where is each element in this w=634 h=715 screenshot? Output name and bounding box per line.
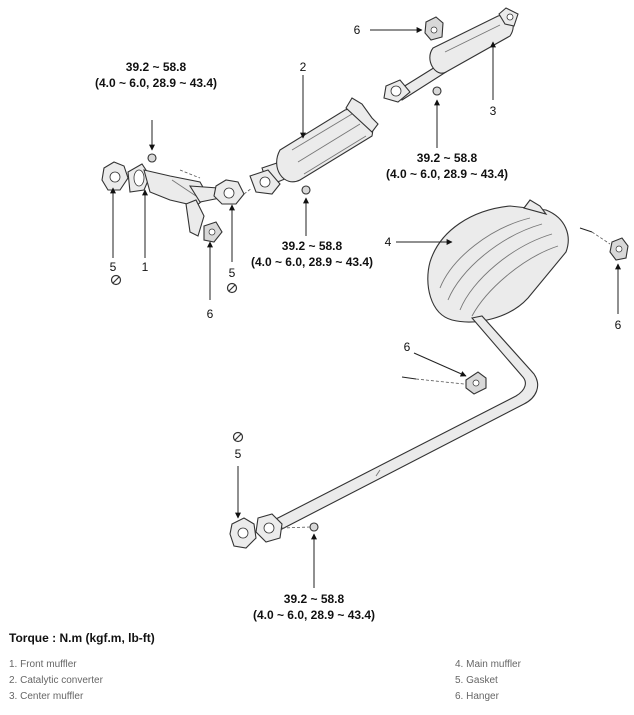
callout-4: 4 <box>385 235 392 249</box>
callout-6-right: 6 <box>615 318 622 332</box>
exhaust-system-diagram: 6 2 3 4 5 1 5 6 6 6 5 39.2 ~ 58.8 (4.0 ~… <box>95 7 629 622</box>
legend-item-gasket: 5. Gasket <box>455 675 498 686</box>
callout-5-left: 5 <box>110 260 117 274</box>
center-muffler <box>383 7 519 103</box>
legend-item-center-muffler: 3. Center muffler <box>9 691 84 702</box>
torque-paren-rear: (4.0 ~ 6.0, 28.9 ~ 43.4) <box>253 608 375 622</box>
hanger-mid <box>465 371 487 395</box>
legend-left: 1. Front muffler 2. Catalytic converter … <box>9 657 103 705</box>
hanger-left <box>203 221 223 243</box>
torque-paren-center: (4.0 ~ 6.0, 28.9 ~ 43.4) <box>386 167 508 181</box>
torque-value-rear: 39.2 ~ 58.8 <box>284 592 345 606</box>
bolt-right <box>579 227 611 245</box>
torque-value-center: 39.2 ~ 58.8 <box>417 151 478 165</box>
no-reuse-icon <box>232 431 244 443</box>
nut-front-muffler <box>147 153 157 163</box>
callout-6-mid: 6 <box>404 340 411 354</box>
torque-paren-front: (4.0 ~ 6.0, 28.9 ~ 43.4) <box>95 76 217 90</box>
legend-item-main-muffler: 4. Main muffler <box>455 659 521 670</box>
hanger-top <box>424 16 444 41</box>
callout-6-top: 6 <box>354 23 361 37</box>
no-reuse-icon <box>110 274 122 286</box>
torque-value-catalytic: 39.2 ~ 58.8 <box>282 239 343 253</box>
catalytic-converter <box>249 97 379 195</box>
main-muffler <box>255 199 569 543</box>
callout-6-left: 6 <box>207 307 214 321</box>
legend-item-hanger: 6. Hanger <box>455 691 499 702</box>
torque-heading: Torque : N.m (kgf.m, lb-ft) <box>9 631 155 645</box>
nut-catalytic-converter <box>301 185 311 195</box>
callout-5-rear: 5 <box>235 447 242 461</box>
legend-right: 4. Main muffler 5. Gasket 6. Hanger <box>455 657 521 705</box>
nut-rear <box>309 522 319 532</box>
bolt-mid <box>401 376 465 385</box>
hanger-right <box>609 237 629 261</box>
torque-paren-catalytic: (4.0 ~ 6.0, 28.9 ~ 43.4) <box>251 255 373 269</box>
gasket-front <box>101 161 129 191</box>
gasket-rear <box>229 517 257 549</box>
callout-3: 3 <box>490 104 497 118</box>
torque-value-front: 39.2 ~ 58.8 <box>126 60 187 74</box>
legend-item-front-muffler: 1. Front muffler <box>9 659 77 670</box>
no-reuse-icon <box>226 282 238 294</box>
legend-item-catalytic-converter: 2. Catalytic converter <box>9 675 103 686</box>
callout-5-mid: 5 <box>229 266 236 280</box>
callout-2: 2 <box>300 60 307 74</box>
gasket-mid <box>213 179 245 205</box>
callout-1: 1 <box>142 260 149 274</box>
nut-center-muffler <box>432 86 442 96</box>
